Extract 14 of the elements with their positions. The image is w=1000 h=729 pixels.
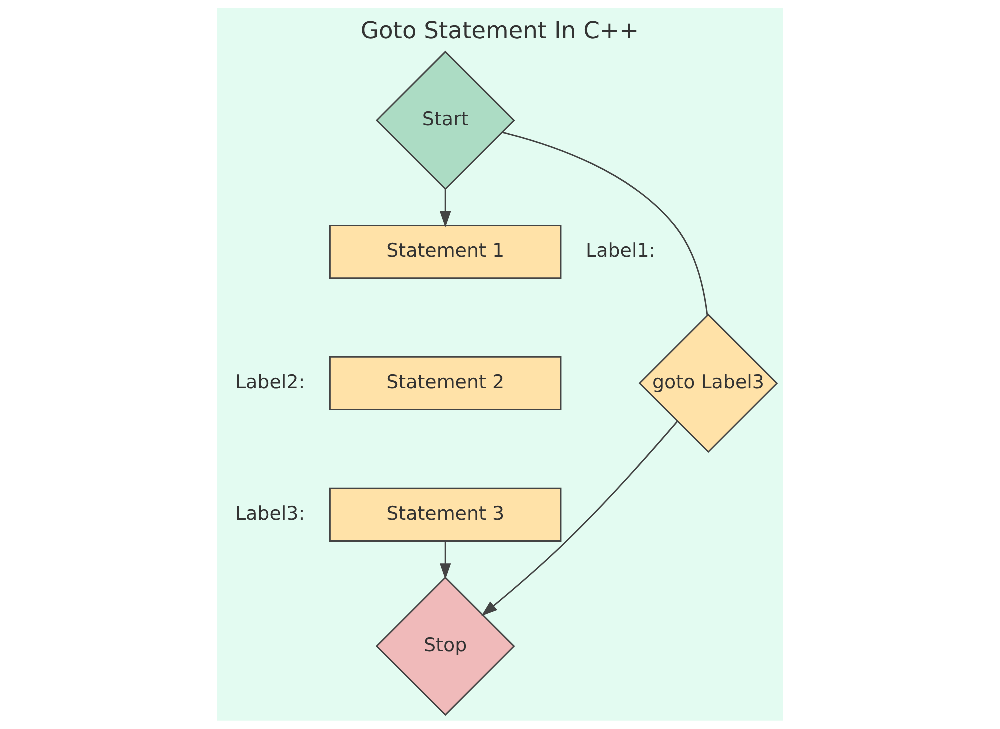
node-box: Statement 1	[329, 225, 562, 280]
node-box: Statement 2	[329, 356, 562, 410]
arrow	[440, 542, 452, 580]
node-diamond: Stop	[376, 576, 516, 716]
node-label: Label2:	[235, 371, 306, 394]
node-label: Label1:	[586, 240, 656, 262]
arrow	[482, 421, 678, 616]
node-label: Label3:	[235, 502, 306, 525]
node-diamond: goto Label3	[638, 314, 778, 454]
node-box: Statement 3	[329, 488, 562, 542]
arrow	[440, 189, 452, 228]
node-diamond: Start	[376, 50, 516, 190]
diagram-title: Goto Statement In C++	[360, 16, 640, 44]
connector	[502, 132, 708, 316]
